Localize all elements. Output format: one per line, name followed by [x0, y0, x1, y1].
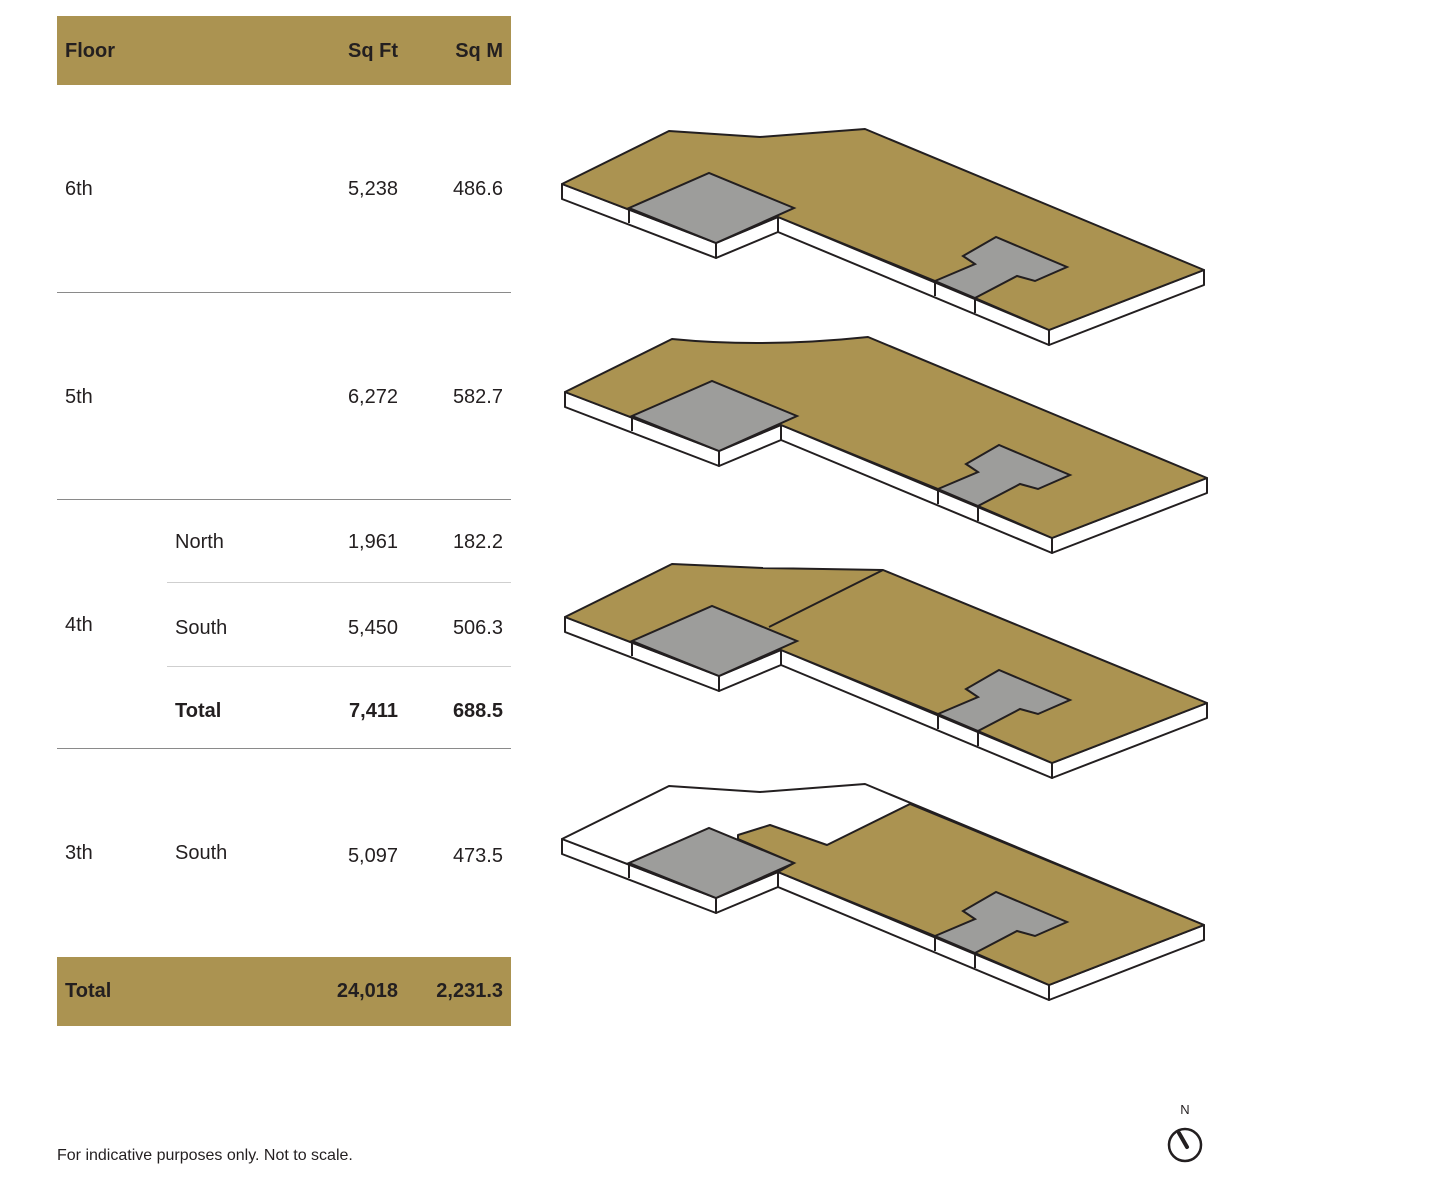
row-4th-floor: 4th — [65, 614, 93, 636]
row-3th-sqm: 473.5 — [452, 845, 503, 867]
sub-row-divider — [167, 666, 511, 667]
row-3th-floor: 3th — [65, 842, 93, 864]
row-4th-north-sqft: 1,961 — [347, 531, 398, 553]
row-6th-floor: 6th — [65, 178, 93, 200]
total-label: Total — [65, 980, 112, 1002]
north-compass-icon: N — [1162, 1102, 1208, 1166]
row-4th-south-sqm: 506.3 — [452, 617, 503, 639]
row-divider — [57, 748, 511, 749]
total-sqm: 2,231.3 — [436, 980, 503, 1002]
compass-north-label: N — [1180, 1102, 1190, 1117]
table-total-band — [57, 957, 511, 1026]
header-floor: Floor — [65, 40, 115, 62]
row-4th-south-sqft: 5,450 — [347, 617, 398, 639]
row-divider — [57, 292, 511, 293]
row-4th-total-label: Total — [175, 700, 222, 722]
footnote: For indicative purposes only. Not to sca… — [57, 1147, 353, 1164]
floor-plan-4th — [564, 563, 1208, 779]
floor-plan-6th — [561, 128, 1205, 346]
row-5th-floor: 5th — [65, 386, 93, 408]
row-6th-sqft: 5,238 — [347, 178, 398, 200]
north-south-split-line — [768, 569, 884, 628]
total-sqft: 24,018 — [336, 980, 398, 1002]
header-sqm: Sq M — [455, 40, 503, 62]
floor-plan-3th — [561, 783, 1205, 1001]
row-4th-north-sqm: 182.2 — [452, 531, 503, 553]
row-3th-sqft: 5,097 — [347, 845, 398, 867]
floor-plan-5th — [564, 336, 1208, 554]
row-4th-south-zone: South — [175, 617, 228, 639]
row-5th-sqm: 582.7 — [452, 386, 503, 408]
compass-dial-icon — [1167, 1127, 1203, 1163]
row-4th-total-sqm: 688.5 — [452, 700, 503, 722]
row-3th-zone: South — [175, 842, 228, 864]
row-divider — [57, 499, 511, 500]
row-4th-total-sqft: 7,411 — [349, 700, 398, 722]
row-5th-sqft: 6,272 — [347, 386, 398, 408]
sub-row-divider — [167, 582, 511, 583]
table-header — [57, 16, 511, 85]
header-sqft: Sq Ft — [348, 40, 398, 62]
row-6th-sqm: 486.6 — [452, 178, 503, 200]
row-4th-north-zone: North — [175, 531, 224, 553]
